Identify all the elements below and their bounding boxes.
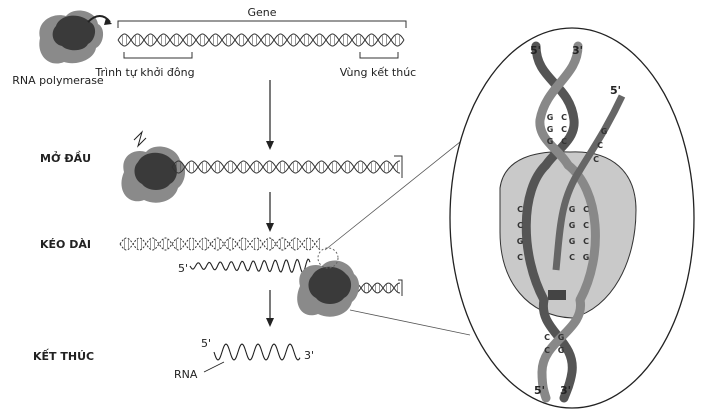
bottom-right-three-prime: 3' <box>560 384 571 397</box>
gene-row: Gene Trình tự khởi đông Vùng kết thúc RN… <box>12 6 416 87</box>
gene-bracket <box>117 20 407 28</box>
top-left-five-prime: 5' <box>530 44 541 57</box>
rna-strand-base: C <box>597 141 603 150</box>
dna-backbone <box>171 160 400 174</box>
rna-strand-base: C <box>593 155 599 164</box>
bottom-strand-a <box>538 295 577 403</box>
rna-polymerase-icon <box>39 10 112 64</box>
bubble-template-base: C <box>517 221 523 230</box>
rna-polymerase-label: RNA polymerase <box>12 74 104 87</box>
initiation-row: MỞ ĐẦU <box>40 130 403 203</box>
top-base-right: C <box>561 137 567 146</box>
gene-label: Gene <box>247 6 276 19</box>
bottom-base-left: C <box>544 346 550 355</box>
bottom-left-five-prime: 5' <box>534 384 545 397</box>
bottom-base-right: G <box>558 333 565 342</box>
elongation-dna-behind <box>119 237 321 251</box>
dna-backbone <box>119 237 321 251</box>
gene-dna-helix <box>117 33 405 47</box>
bottom-base-left: C <box>544 333 550 342</box>
released-rna-strand <box>213 343 301 361</box>
initiation-label: MỞ ĐẦU <box>40 151 91 165</box>
termination-label: KẾT THÚC <box>33 348 94 363</box>
bubble-coding-base: C <box>583 237 589 246</box>
bubble-rna-base: G <box>569 205 576 214</box>
bubble-coding-base: C <box>583 205 589 214</box>
bubble-coding-base: C <box>583 221 589 230</box>
elongation-label: KÉO DÀI <box>40 238 91 251</box>
rna-five-prime-end: 5' <box>610 84 621 97</box>
rna-three-prime: 3' <box>304 349 314 362</box>
template-strand <box>521 161 550 303</box>
initiation-dna-helix <box>171 160 400 174</box>
promoter-label: Trình tự khởi đông <box>94 66 194 79</box>
dna-backbone <box>171 160 400 174</box>
top-base-left: G <box>547 125 554 134</box>
top-strand-b <box>535 41 583 170</box>
terminator-bracket <box>359 52 399 59</box>
top-base-right: C <box>561 125 567 134</box>
terminator-label: Vùng kết thúc <box>340 66 416 79</box>
bubble-rna-base: C <box>569 253 575 262</box>
elongation-row: KÉO DÀI 5' <box>40 237 403 317</box>
polymerase-initiation-icon <box>121 130 186 203</box>
bubble-coding-base: G <box>583 253 590 262</box>
rna-label: RNA <box>174 368 198 381</box>
top-right-three-prime: 3' <box>572 44 583 57</box>
dna-backbone <box>119 237 321 251</box>
polymerase-elongation-icon <box>297 247 360 317</box>
flow-arrows <box>266 80 274 327</box>
bubble-template-base: C <box>517 253 523 262</box>
top-base-left: G <box>547 113 554 122</box>
rna-strand-base: G <box>601 127 608 136</box>
elongation-rna-five-prime: 5' <box>178 262 188 275</box>
top-base-left: G <box>547 137 554 146</box>
nascent-rna-strand <box>552 94 626 271</box>
top-base-right: C <box>561 113 567 122</box>
elongation-rna-strand <box>189 258 311 274</box>
rna-five-prime: 5' <box>201 337 211 350</box>
bottom-base-right: G <box>558 346 565 355</box>
zoom-line-bottom <box>349 309 471 336</box>
bubble-template-base: G <box>517 237 524 246</box>
bottom-strand-b <box>537 295 585 403</box>
termination-row: KẾT THÚC 5' 3' RNA <box>33 337 314 381</box>
bubble-rna-base: G <box>569 237 576 246</box>
promoter-bracket <box>123 52 193 59</box>
bubble-rna-base: G <box>569 221 576 230</box>
bubble-template-base: C <box>517 205 523 214</box>
